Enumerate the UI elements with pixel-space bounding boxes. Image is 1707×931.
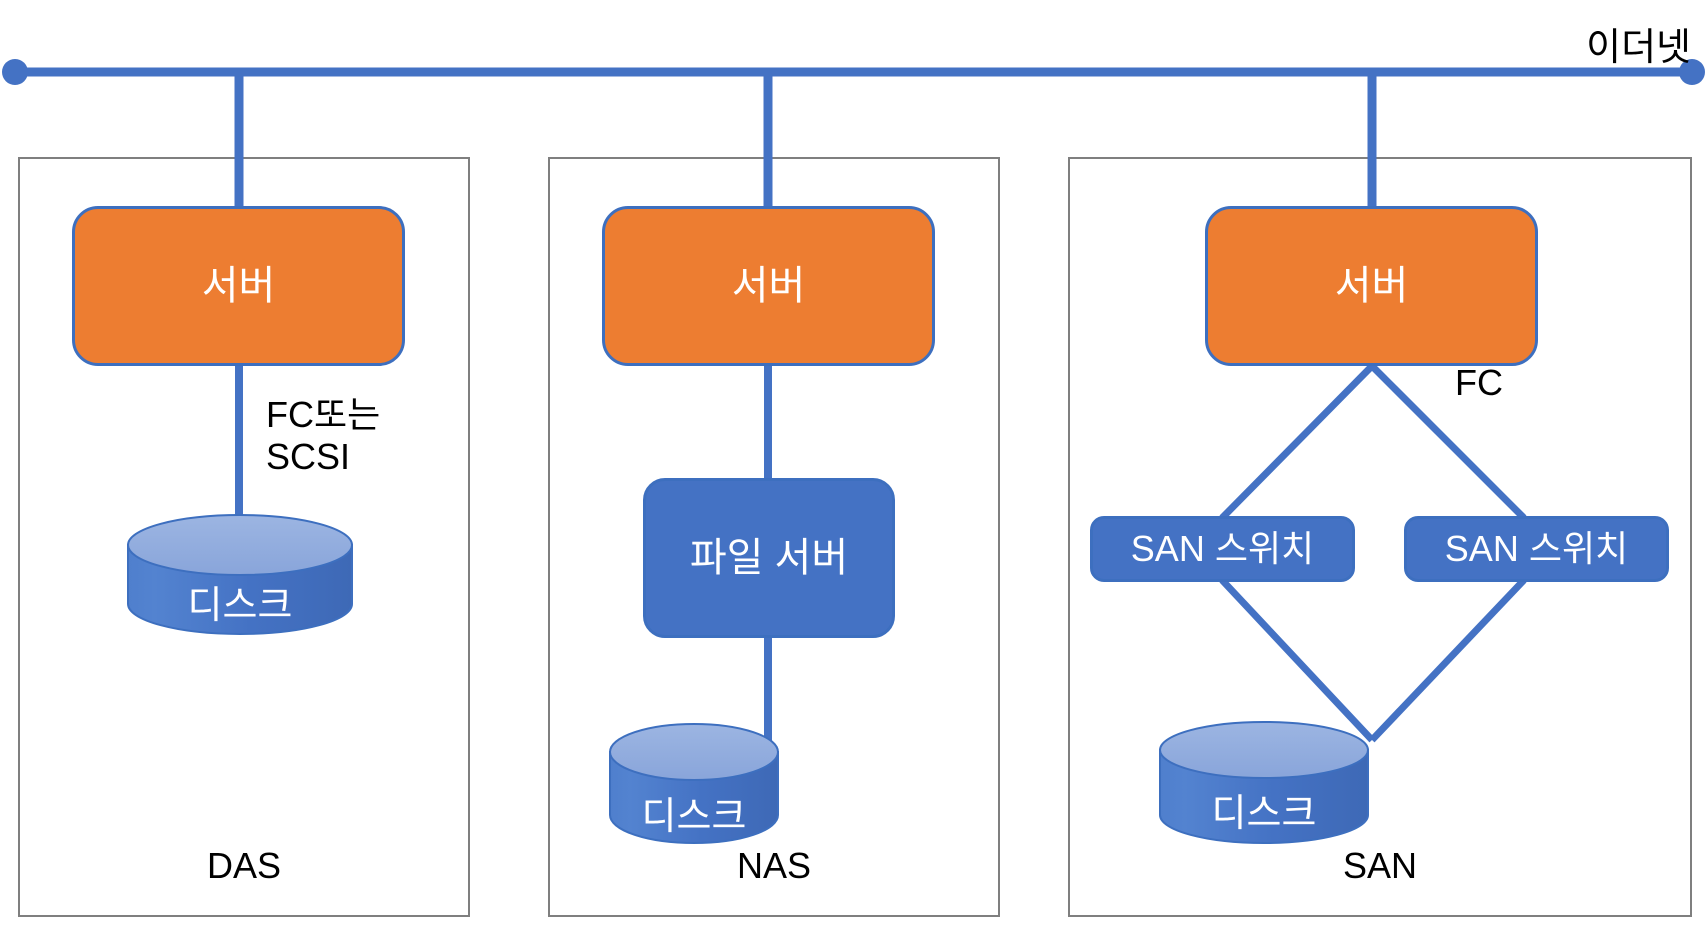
san-disk-label: 디스크 (1211, 793, 1317, 835)
panel-label-nas: NAS (736, 845, 812, 886)
nas-server-label: 서버 (731, 264, 806, 308)
san-switch-right-node[interactable]: SAN 스위치 (1404, 516, 1669, 582)
san-switch-left-node[interactable]: SAN 스위치 (1090, 516, 1355, 582)
nas-disk-cylinder (609, 723, 779, 844)
das-disk-label: 디스크 (187, 585, 293, 627)
ethernet-endpoint-right (1679, 59, 1705, 85)
panel-label-das: DAS (206, 845, 282, 886)
nas-fileserver-label: 파일 서버 (689, 536, 849, 580)
panel-label-san: SAN (1342, 845, 1418, 886)
ethernet-label: 이더넷 (1586, 27, 1691, 69)
panel-san (1068, 157, 1692, 917)
san-server-node[interactable]: 서버 (1205, 206, 1538, 366)
ethernet-endpoint-left (2, 59, 28, 85)
nas-server-node[interactable]: 서버 (602, 206, 935, 366)
san-connectors (1219, 72, 1527, 743)
san-disk-cylinder (1159, 721, 1369, 844)
das-server-label: 서버 (201, 264, 276, 308)
das-server-node[interactable]: 서버 (72, 206, 405, 366)
ethernet-bus (2, 59, 1705, 85)
san-switch-left-label: SAN 스위치 (1130, 528, 1315, 570)
das-edge-label-fc-scsi: FC또는 SCSI (266, 394, 381, 478)
das-disk-cylinder (127, 514, 353, 635)
nas-fileserver-node[interactable]: 파일 서버 (643, 478, 895, 638)
san-server-label: 서버 (1334, 264, 1409, 308)
nas-disk-label: 디스크 (641, 796, 747, 838)
panel-nas (548, 157, 1000, 917)
san-switch-right-label: SAN 스위치 (1444, 528, 1629, 570)
panel-das (18, 157, 470, 917)
san-edge-label-fc: FC (1455, 362, 1503, 403)
